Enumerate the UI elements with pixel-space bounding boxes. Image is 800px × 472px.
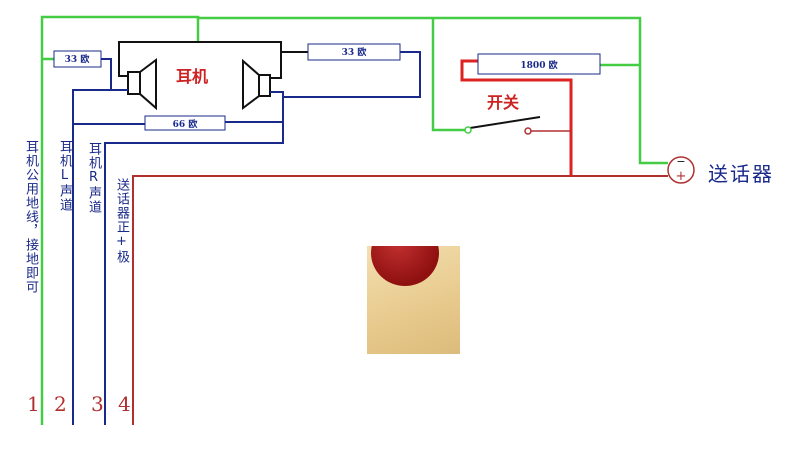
microphone-label: 送话器: [708, 162, 774, 186]
pin-4: 4: [118, 392, 131, 416]
right-channel-label: 耳机R声道: [86, 142, 101, 214]
ground-wire-label: 耳机公用地线，接地即可: [23, 140, 38, 294]
mic-plus: +: [676, 169, 687, 184]
mic-plus-label: 送话器正+极: [114, 178, 129, 264]
resistor-66: [144, 115, 226, 131]
right-speaker-icon: [242, 58, 271, 110]
resistor-66-label: 66 欧: [173, 118, 198, 130]
resistor-33-right: [307, 43, 401, 61]
headphone-title: 耳机: [176, 67, 208, 86]
pin-1: 1: [27, 392, 40, 416]
signal-wires: [72, 51, 421, 425]
photo-thumbnail: [367, 246, 460, 354]
microphone-icon: − +: [667, 155, 695, 184]
resistor-33-left-label: 33 欧: [65, 53, 90, 65]
resistor-1800: [477, 53, 601, 75]
switch-icon: [464, 116, 541, 135]
red-ball-image: [371, 246, 439, 286]
left-speaker-icon: [127, 58, 157, 111]
left-channel-label: 耳机L声道: [57, 140, 72, 212]
pin-3: 3: [91, 392, 104, 416]
mic-wires: [132, 59, 668, 425]
mic-minus: −: [676, 155, 685, 168]
headphone-frame: [118, 41, 308, 79]
resistor-33-right-label: 33 欧: [342, 46, 367, 58]
resistor-33-left: [53, 50, 102, 68]
switch-title: 开关: [487, 93, 519, 112]
ground-wires: [40, 15, 668, 425]
pin-2: 2: [54, 392, 67, 416]
resistor-1800-label: 1800 欧: [520, 59, 557, 71]
